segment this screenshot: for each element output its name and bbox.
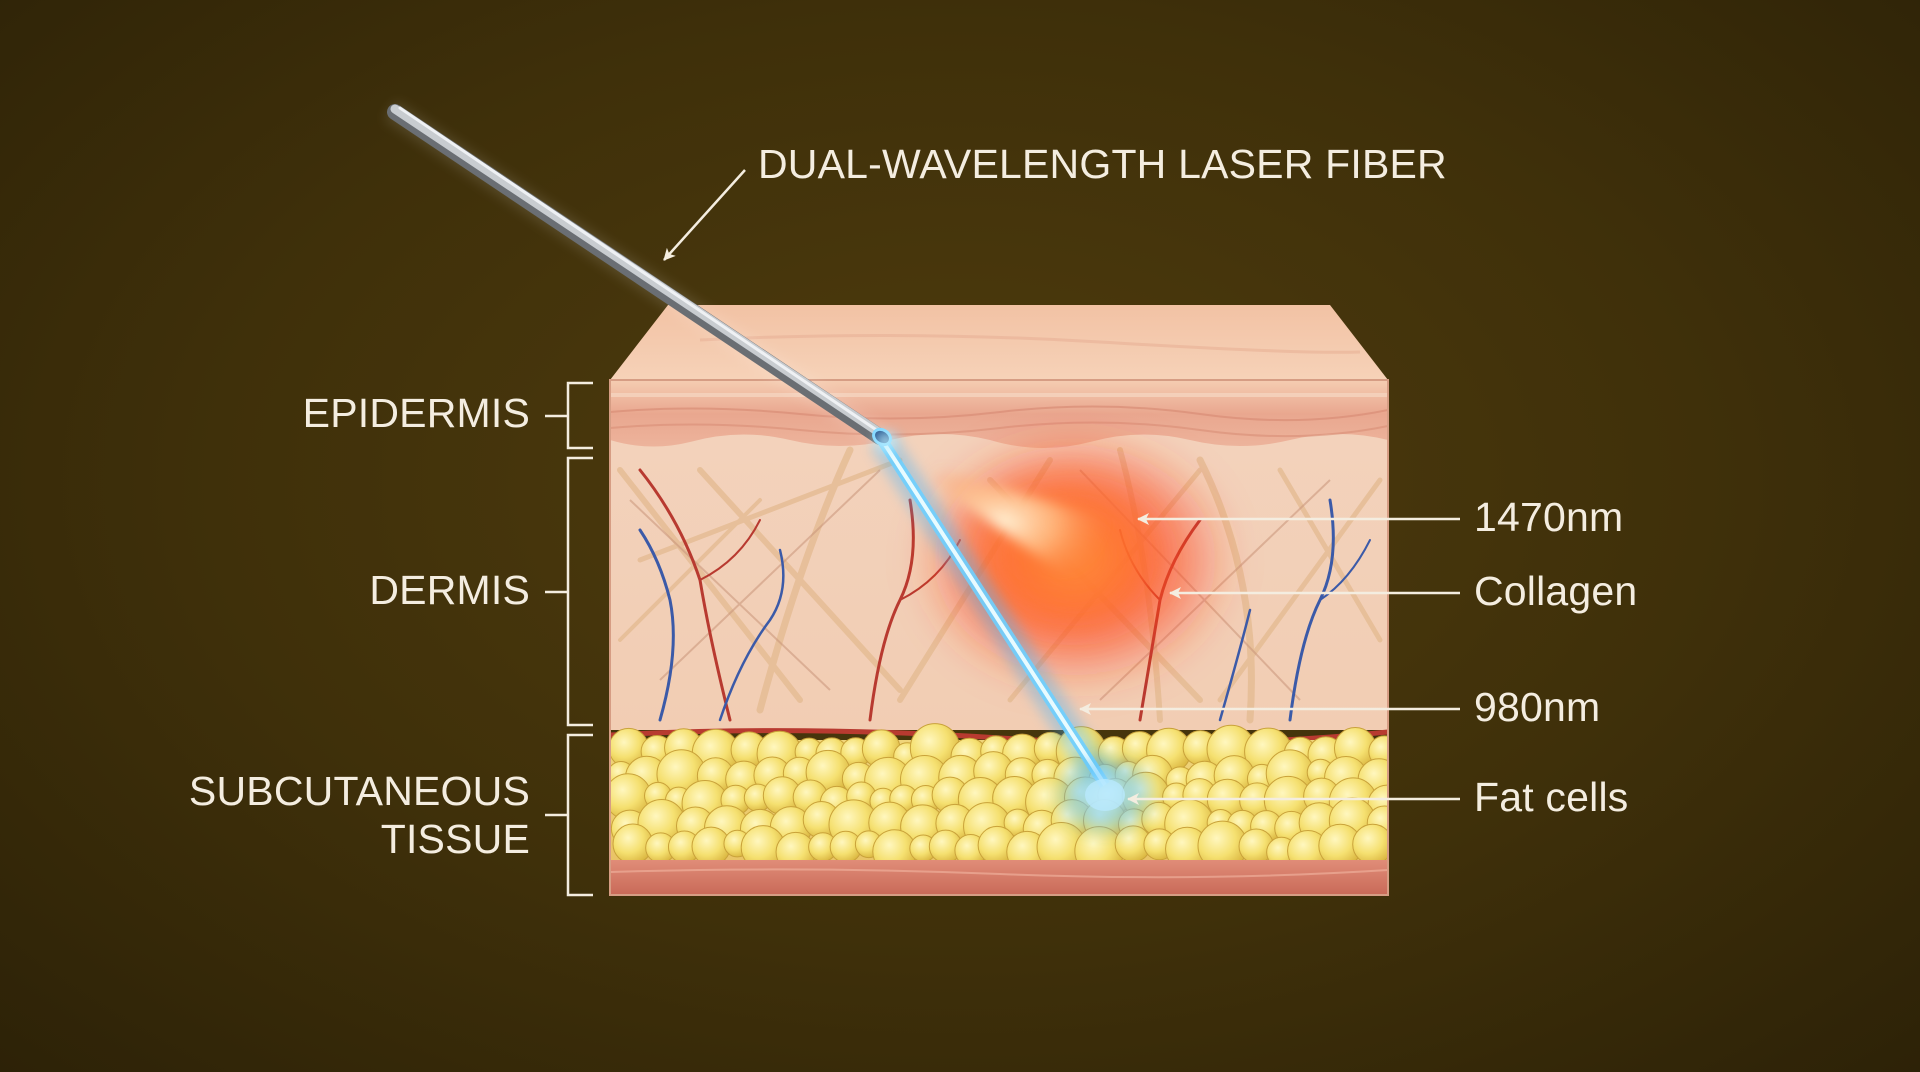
laser-fiber (383, 100, 896, 452)
layer-brackets (545, 381, 593, 897)
label-epidermis: EPIDERMIS (302, 390, 530, 436)
label-980nm: 980nm (1474, 684, 1601, 730)
label-subcutaneous-line1: SUBCUTANEOUS (188, 768, 530, 814)
arrow-fiber (663, 169, 746, 261)
bracket-dermis (545, 456, 593, 727)
fat-cell (1352, 823, 1388, 865)
label-fat-cells: Fat cells (1474, 774, 1629, 820)
label-1470nm: 1470nm (1474, 494, 1624, 540)
label-subcutaneous-tissue: SUBCUTANEOUS TISSUE (189, 768, 530, 864)
laser-1470nm-cone (895, 455, 1110, 590)
label-dermis: DERMIS (369, 567, 530, 613)
label-subcutaneous-line2: TISSUE (380, 815, 530, 862)
bracket-subcutaneous (545, 733, 593, 897)
deep-tissue-band (610, 860, 1388, 895)
label-collagen: Collagen (1474, 568, 1638, 614)
skin-block-top-face (610, 305, 1388, 380)
fat-cells-group (610, 723, 1388, 876)
label-laser-fiber: DUAL-WAVELENGTH LASER FIBER (758, 141, 1447, 187)
laser-980nm-beam (870, 432, 1117, 793)
bracket-epidermis (545, 381, 593, 450)
